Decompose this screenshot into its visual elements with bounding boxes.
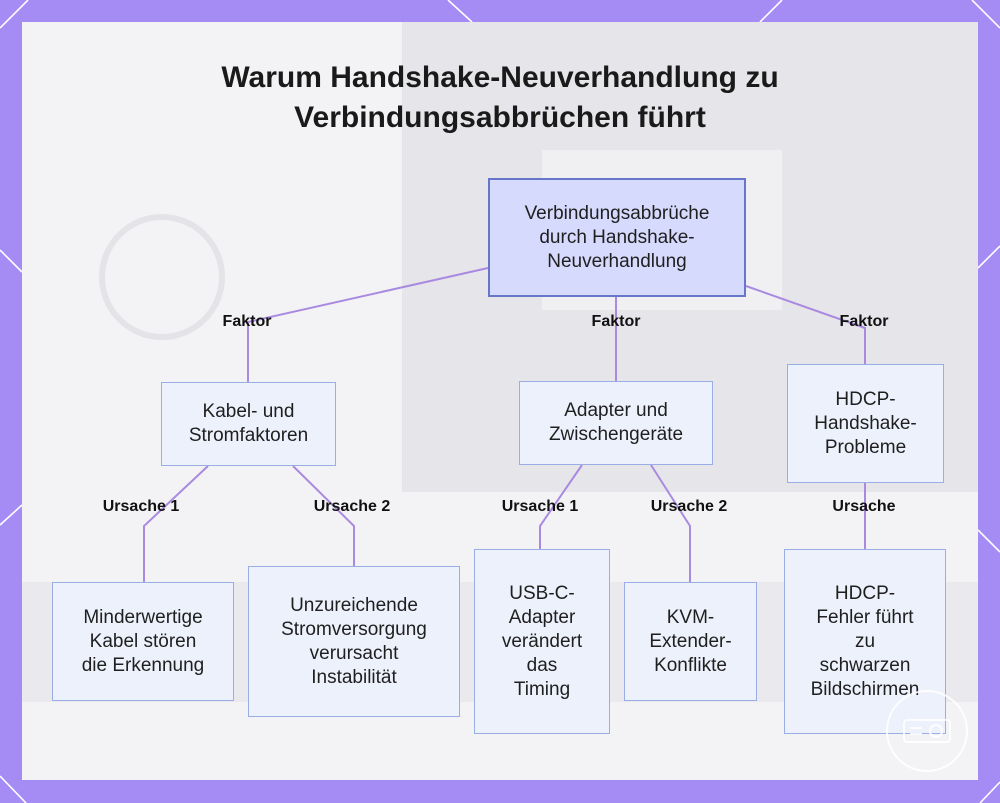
node-line: durch Handshake- bbox=[525, 226, 710, 250]
edge-label-cause: Ursache bbox=[832, 498, 895, 516]
node-line: Unzureichende bbox=[281, 594, 427, 618]
node-line: Adapter bbox=[502, 606, 582, 630]
node-line: Verbindungsabbrüche bbox=[525, 202, 710, 226]
node-line: verursacht bbox=[281, 642, 427, 666]
node-line: Timing bbox=[502, 678, 582, 702]
node-line: Handshake- bbox=[814, 412, 916, 436]
edge-label-factor: Faktor bbox=[223, 313, 272, 331]
node-line: das bbox=[502, 654, 582, 678]
node-line: Stromversorgung bbox=[281, 618, 427, 642]
node-text: HDCP- Fehler führt zu schwarzen Bildschi… bbox=[811, 582, 920, 702]
node-adapter-devices: Adapter und Zwischengeräte bbox=[519, 381, 713, 465]
node-line: HDCP- bbox=[814, 388, 916, 412]
node-text: KVM- Extender- Konflikte bbox=[649, 606, 731, 678]
edge-label-factor: Faktor bbox=[840, 313, 889, 331]
node-text: USB-C- Adapter verändert das Timing bbox=[502, 582, 582, 702]
node-line: Adapter und bbox=[549, 399, 683, 423]
node-line: zu bbox=[811, 630, 920, 654]
projector-icon bbox=[884, 688, 970, 774]
node-line: die Erkennung bbox=[82, 654, 205, 678]
title-line: Warum Handshake-Neuverhandlung zu bbox=[0, 58, 1000, 98]
diagram-title: Warum Handshake-Neuverhandlung zu Verbin… bbox=[0, 58, 1000, 138]
node-line: KVM- bbox=[649, 606, 731, 630]
node-poor-cables: Minderwertige Kabel stören die Erkennung bbox=[52, 582, 234, 701]
node-insufficient-power: Unzureichende Stromversorgung verursacht… bbox=[248, 566, 460, 717]
node-line: Neuverhandlung bbox=[525, 250, 710, 274]
node-text: Adapter und Zwischengeräte bbox=[549, 399, 683, 447]
edge-label-cause: Ursache 2 bbox=[651, 498, 728, 516]
node-usbc-adapter: USB-C- Adapter verändert das Timing bbox=[474, 549, 610, 734]
edge-cable-to-power bbox=[293, 466, 354, 566]
edge-adapter-to-kvm bbox=[651, 465, 690, 582]
node-line: Extender- bbox=[649, 630, 731, 654]
node-line: verändert bbox=[502, 630, 582, 654]
node-text: Minderwertige Kabel stören die Erkennung bbox=[82, 606, 205, 678]
node-line: Stromfaktoren bbox=[189, 424, 308, 448]
edge-label-cause: Ursache 2 bbox=[314, 498, 391, 516]
node-line: USB-C- bbox=[502, 582, 582, 606]
edge-label-factor: Faktor bbox=[592, 313, 641, 331]
node-line: Instabilität bbox=[281, 666, 427, 690]
node-text: Verbindungsabbrüche durch Handshake- Neu… bbox=[525, 202, 710, 274]
edge-label-cause: Ursache 1 bbox=[103, 498, 180, 516]
title-line: Verbindungsabbrüchen führt bbox=[0, 98, 1000, 138]
node-root: Verbindungsabbrüche durch Handshake- Neu… bbox=[488, 178, 746, 297]
node-line: HDCP- bbox=[811, 582, 920, 606]
node-cable-factors: Kabel- und Stromfaktoren bbox=[161, 382, 336, 466]
node-hdcp-handshake: HDCP- Handshake- Probleme bbox=[787, 364, 944, 483]
edge-root-to-cable bbox=[248, 268, 488, 382]
node-text: HDCP- Handshake- Probleme bbox=[814, 388, 916, 460]
node-line: Konflikte bbox=[649, 654, 731, 678]
node-line: Kabel stören bbox=[82, 630, 205, 654]
node-kvm-extender: KVM- Extender- Konflikte bbox=[624, 582, 757, 701]
node-line: Kabel- und bbox=[189, 400, 308, 424]
node-line: Probleme bbox=[814, 436, 916, 460]
node-line: Minderwertige bbox=[82, 606, 205, 630]
edge-label-cause: Ursache 1 bbox=[502, 498, 579, 516]
node-line: Fehler führt bbox=[811, 606, 920, 630]
node-text: Unzureichende Stromversorgung verursacht… bbox=[281, 594, 427, 690]
edge-cable-to-cablebad bbox=[144, 466, 208, 582]
node-text: Kabel- und Stromfaktoren bbox=[189, 400, 308, 448]
node-line: schwarzen bbox=[811, 654, 920, 678]
node-line: Zwischengeräte bbox=[549, 423, 683, 447]
